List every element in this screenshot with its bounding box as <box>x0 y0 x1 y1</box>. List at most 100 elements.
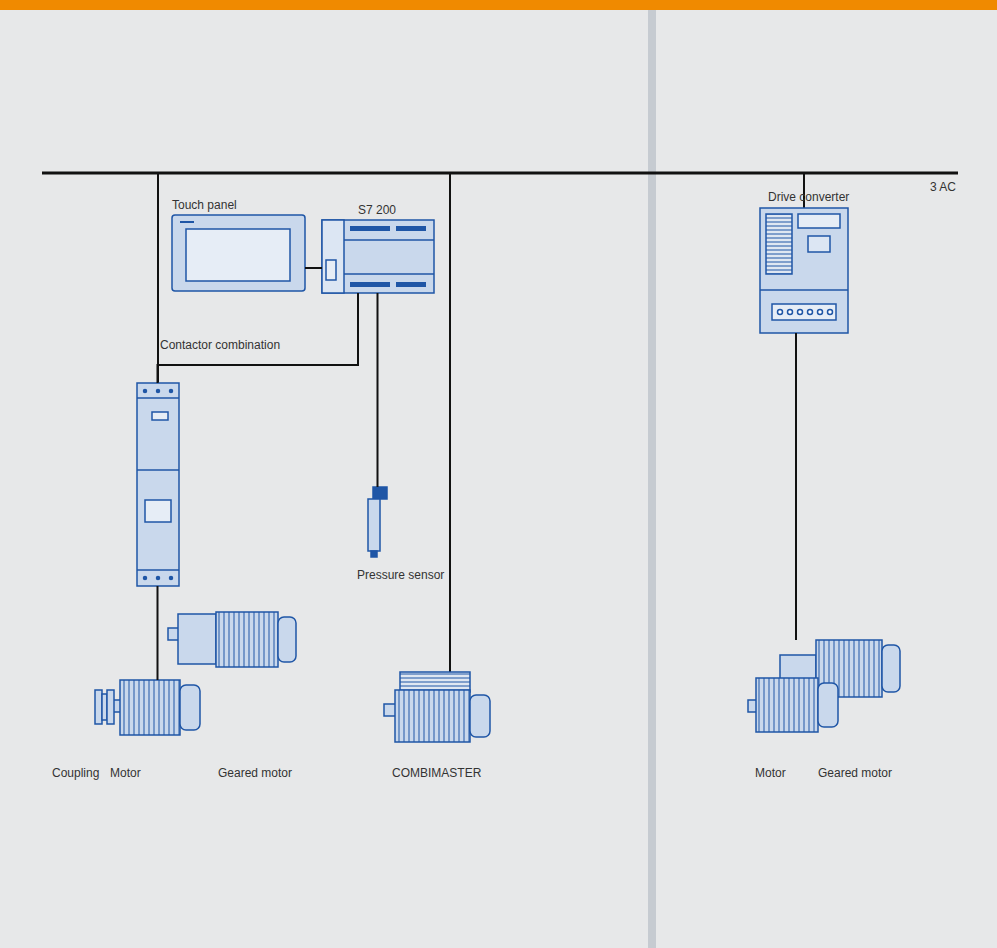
supply-label: 3 AC <box>930 180 956 194</box>
plc-drawing-part <box>322 220 344 293</box>
contactor-drawing-part <box>137 569 179 571</box>
coupling-drawing-part <box>95 690 102 724</box>
device-box: Pressure sensor <box>368 487 387 557</box>
pressure-sensor-drawing-part <box>373 487 387 499</box>
drive-converter-drawing-part <box>798 214 840 228</box>
combimaster-drawing-part <box>470 695 490 737</box>
geared-motor-drawing-part <box>178 614 216 664</box>
device-box: Geared motor <box>780 640 900 697</box>
contactor-drawing-part <box>137 469 179 471</box>
device-box: COMBIMASTER <box>384 672 490 742</box>
device-box: Geared motor <box>168 612 296 667</box>
motor-drawing <box>112 680 200 735</box>
plc-drawing-part <box>396 226 426 231</box>
geared-motor-drawing-part <box>278 617 296 662</box>
drive-converter-drawing-part <box>828 310 833 315</box>
plc-drawing-part <box>350 226 390 231</box>
drive-converter-drawing-part <box>808 236 830 252</box>
combimaster-drawing-part <box>384 704 396 716</box>
touch-panel-drawing-part <box>180 221 194 223</box>
geared-motor-drawing-part <box>216 612 278 667</box>
coupling-drawing-part <box>107 690 114 724</box>
contactor-drawing-part <box>157 577 160 580</box>
motor-drawing-part <box>756 678 818 732</box>
device-box: Motor <box>748 678 838 732</box>
plc-drawing-part <box>396 282 426 287</box>
drive-converter-drawing-part <box>772 304 836 320</box>
device-label: Geared motor <box>818 766 892 780</box>
background-part <box>648 10 656 948</box>
motor-drawing-part <box>818 683 838 727</box>
drive-converter-drawing-part <box>766 214 792 274</box>
device-label: Pressure sensor <box>357 568 444 582</box>
drive-converter-drawing-part <box>798 310 803 315</box>
contactor-drawing-part <box>170 577 173 580</box>
touch-panel-drawing <box>172 215 305 291</box>
drive-converter-drawing-part <box>788 310 793 315</box>
contactor-drawing-part <box>137 383 179 586</box>
device-label: Drive converter <box>768 190 849 204</box>
touch-panel-drawing-part <box>172 215 305 291</box>
motor-drawing <box>748 678 838 732</box>
device-label: Motor <box>755 766 786 780</box>
wire <box>305 267 322 269</box>
contactor-drawing <box>137 383 179 586</box>
coupling-drawing <box>95 690 114 724</box>
device-box: Contactor combination <box>137 383 179 586</box>
device-box: Motor <box>120 680 200 735</box>
wire <box>795 333 797 640</box>
wire <box>157 586 159 680</box>
device-label: Motor <box>110 766 141 780</box>
drive-converter-drawing <box>760 208 848 333</box>
device-label: Coupling <box>52 766 99 780</box>
device-box: Drive converter <box>760 208 848 333</box>
combimaster-drawing-part <box>400 672 470 692</box>
contactor-drawing-part <box>157 390 160 393</box>
device-box: Coupling <box>95 690 114 724</box>
device-label: Touch panel <box>172 198 237 212</box>
wire <box>377 293 379 487</box>
power-bus-part <box>42 172 958 175</box>
drive-converter-drawing-part <box>760 289 848 291</box>
drive-converter-drawing-part <box>778 310 783 315</box>
contactor-drawing-part <box>144 577 147 580</box>
device-box: S7 200 <box>322 220 434 293</box>
contactor-drawing-part <box>170 390 173 393</box>
drive-converter-drawing-part <box>808 310 813 315</box>
background-part <box>0 0 997 10</box>
motor-drawing-part <box>120 680 180 735</box>
power-bus <box>42 173 958 672</box>
contactor-drawing-part <box>152 412 168 420</box>
device-label: S7 200 <box>358 203 396 217</box>
plc-drawing-part <box>350 282 390 287</box>
plc-drawing-part <box>344 239 434 241</box>
power-bus-part <box>449 173 451 672</box>
device-box: Touch panel <box>172 215 305 291</box>
plc-drawing-part <box>322 220 434 293</box>
plc-drawing <box>322 220 434 293</box>
contactor-drawing-part <box>137 397 179 399</box>
pressure-sensor-drawing-part <box>368 499 380 551</box>
wire <box>158 293 359 383</box>
drive-converter-drawing-part <box>760 208 848 333</box>
plc-drawing-part <box>344 273 434 275</box>
device-label: COMBIMASTER <box>392 766 481 780</box>
pressure-sensor-drawing-part <box>371 551 377 557</box>
pressure-sensor-drawing <box>368 487 387 557</box>
device-label: Geared motor <box>218 766 292 780</box>
combimaster-drawing <box>384 672 490 742</box>
device-label: Contactor combination <box>160 338 280 352</box>
touch-panel-drawing-part <box>186 229 290 281</box>
geared-motor-drawing <box>168 612 296 667</box>
geared-motor-drawing-part <box>882 645 900 692</box>
plc-drawing-part <box>326 260 336 280</box>
drive-converter-drawing-part <box>818 310 823 315</box>
motor-drawing-part <box>180 685 200 730</box>
contactor-drawing-part <box>145 500 171 522</box>
combimaster-drawing-part <box>395 690 470 742</box>
power-bus-part <box>157 173 159 383</box>
